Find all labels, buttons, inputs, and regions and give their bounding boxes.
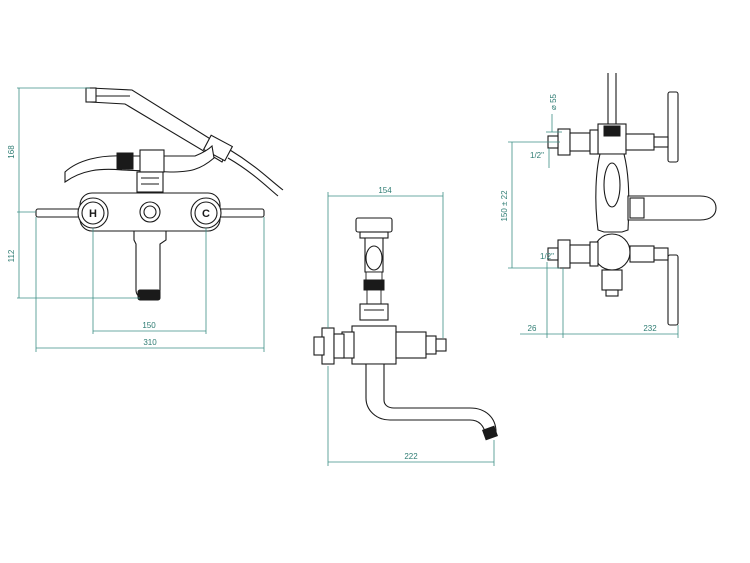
dim-112: 112 [7,249,16,262]
side-valve-body [351,325,397,365]
shower-hose [229,149,284,191]
upper-lever [667,91,679,163]
side-spout [365,363,497,437]
dim-154: 154 [378,186,392,195]
dim-26: 26 [528,324,537,333]
side-view: 154 222 [313,186,498,466]
wall-view: ⌀ 55 1/2" 150 ± 22 1/2" 26 232 [500,73,717,338]
dim-310: 310 [143,338,157,347]
dim-150-22: 150 ± 22 [500,190,509,222]
handle-hot-label: H [89,208,97,220]
lower-lever [667,254,679,326]
dim-168: 168 [7,145,16,159]
spout-top [627,195,717,221]
handle-cold-label: C [202,208,210,220]
dim-thread-bottom: 1/2" [540,252,554,261]
lower-valve [593,233,631,271]
lower-inlet [557,239,571,269]
side-shower-head [355,217,393,233]
dim-thread-top: 1/2" [530,151,544,160]
dim-150: 150 [142,321,156,330]
dim-222: 222 [404,452,418,461]
spout-front [133,230,167,300]
front-view: H C 168 112 150 310 [7,87,284,352]
dim-diameter: ⌀ 55 [549,93,558,109]
dim-232: 232 [643,324,657,333]
